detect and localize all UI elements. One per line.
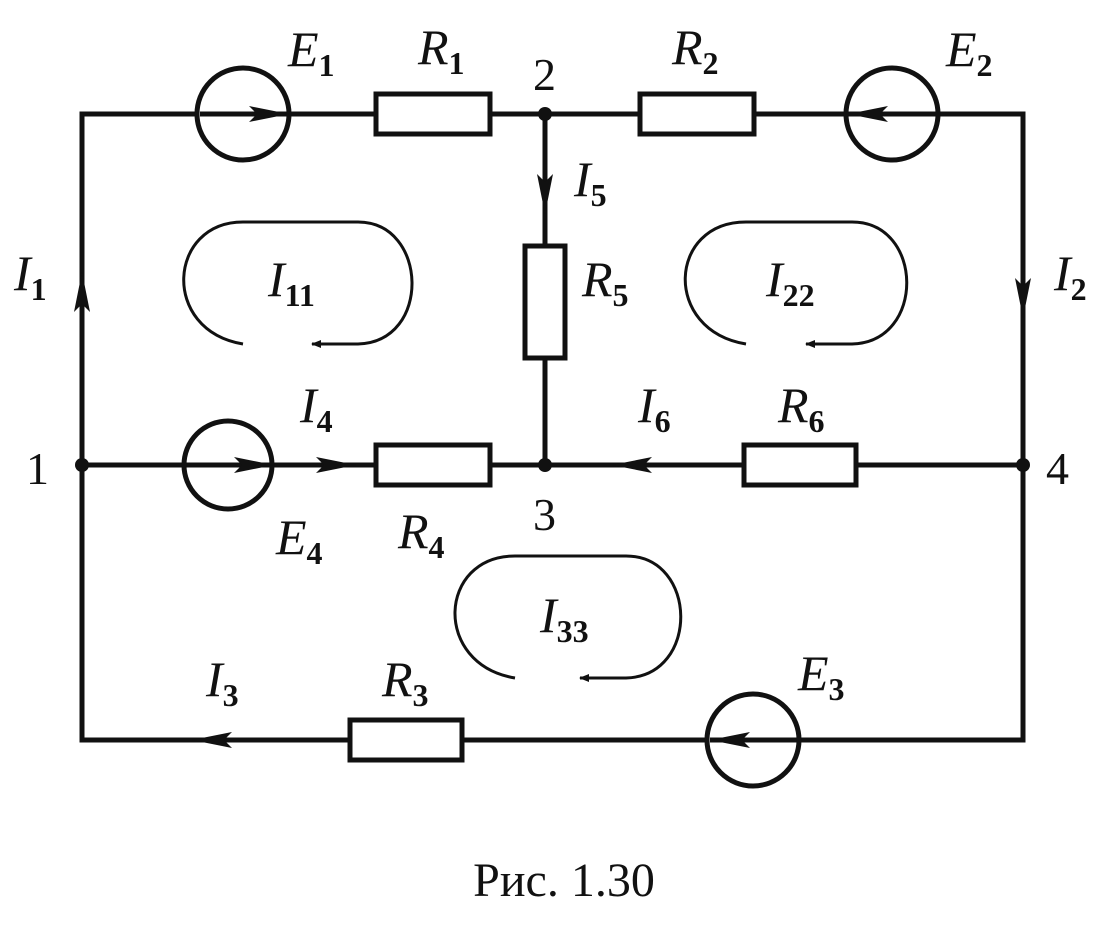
label-i2: I2 — [1053, 245, 1087, 307]
loop-i11-path — [182, 220, 414, 348]
label-i1: I1 — [13, 245, 47, 307]
label-e3: E3 — [797, 645, 845, 707]
node-dots — [75, 107, 1030, 472]
wire-e2-right — [938, 111, 1026, 465]
label-i6: I6 — [637, 377, 671, 439]
loop-currents — [182, 220, 909, 682]
resistor-r6 — [741, 442, 859, 488]
resistor-r1 — [373, 91, 493, 137]
node-labels: 1 2 3 4 — [26, 49, 1069, 540]
label-i4: I4 — [299, 377, 333, 439]
label-i5: I5 — [573, 151, 607, 213]
node-dot-2 — [538, 107, 552, 121]
resistor-r2 — [637, 91, 757, 137]
resistor-r5 — [522, 243, 568, 361]
current-arrows — [74, 150, 1031, 748]
wire-n4-bottom — [800, 465, 1026, 743]
label-i11: I11 — [267, 251, 315, 313]
resistor-r4 — [373, 442, 493, 488]
loop-i22-path — [683, 220, 909, 348]
label-r1: R1 — [417, 19, 465, 81]
labels: E1 R1 R2 E2 I5 R5 I1 I2 I11 I22 I4 I6 R6… — [13, 19, 1087, 713]
label-r2: R2 — [671, 19, 719, 81]
node-dot-4 — [1016, 458, 1030, 472]
label-r6: R6 — [777, 377, 825, 439]
node-label-2: 2 — [533, 49, 556, 100]
label-e4: E4 — [275, 509, 323, 571]
label-r4: R4 — [397, 503, 445, 565]
resistor-r3 — [347, 717, 465, 763]
resistors — [347, 91, 859, 763]
label-i22: I22 — [765, 251, 815, 313]
node-dot-3 — [538, 458, 552, 472]
source-arrows — [186, 106, 936, 748]
figure-caption: Рис. 1.30 — [473, 854, 655, 907]
loop-i33-path — [453, 554, 683, 682]
node-label-3: 3 — [533, 489, 556, 540]
label-r5: R5 — [581, 251, 629, 313]
label-i3: I3 — [205, 651, 239, 713]
node-label-4: 4 — [1046, 443, 1069, 494]
wire-left-upper — [79, 111, 196, 465]
label-r3: R3 — [381, 651, 429, 713]
label-e2: E2 — [945, 21, 993, 83]
wire-r3-left — [79, 465, 350, 743]
node-dot-1 — [75, 458, 89, 472]
wires — [79, 111, 1026, 743]
label-i33: I33 — [539, 587, 589, 649]
node-label-1: 1 — [26, 443, 49, 494]
label-e1: E1 — [287, 21, 335, 83]
